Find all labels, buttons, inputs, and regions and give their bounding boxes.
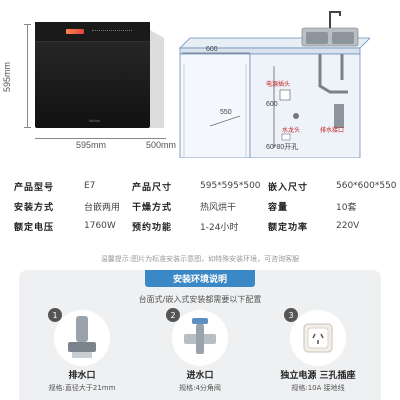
height-dimension-tick-bottom: [24, 127, 31, 128]
installation-title: 安装环境说明: [145, 270, 255, 287]
cabinet-installation-diagram: 600 600 550 电源插头 水龙头 排水接口 60*80开孔: [179, 11, 370, 158]
installation-subtitle: 台面式/嵌入式安装都需要以下配置: [138, 295, 262, 304]
height-dimension-tick-top: [24, 24, 31, 25]
width-dimension-line: [35, 138, 150, 139]
requirement-number: 3: [284, 308, 298, 322]
requirement-name: 排水口: [68, 371, 96, 381]
drain-pipe-icon: 1: [48, 308, 110, 366]
drain-label: 排水接口: [320, 126, 344, 134]
spec-label: 额定电压: [14, 222, 55, 233]
dishwasher-control-panel: [35, 22, 150, 42]
faucet-label: 水龙头: [282, 126, 300, 134]
dishwasher-display: [66, 29, 84, 34]
depth-dimension-line: [150, 138, 166, 139]
cabinet-depth-label: 550: [220, 109, 232, 116]
spec-label: 产品型号: [14, 182, 55, 193]
installation-hint: 温馨提示:图片为标准安装示意图，如特殊安装环境，可咨询客服: [100, 255, 300, 263]
height-dimension-label: 595mm: [2, 61, 12, 92]
requirement-number: 2: [166, 308, 180, 322]
spec-label: 容量: [268, 202, 289, 213]
spec-label: 预约功能: [132, 222, 173, 233]
power-socket-label: 电源插头: [266, 80, 290, 88]
spec-label: 额定功率: [268, 222, 309, 233]
spec-value: 220V: [336, 221, 360, 231]
spec-label: 产品尺寸: [132, 182, 173, 193]
spec-label: 嵌入尺寸: [268, 182, 309, 193]
spec-row: 产品型号 E7 产品尺寸 595*595*500 嵌入尺寸 560*600*55…: [14, 176, 397, 196]
dishwasher-image: Midea: [35, 22, 150, 128]
spec-value: E7: [84, 181, 96, 191]
requirement-power: 3 独立电源 三孔插座 规格:10A 接地线: [263, 308, 373, 393]
spec-value: 1760W: [84, 221, 116, 231]
spec-row: 额定电压 1760W 预约功能 1-24小时 额定功率 220V: [14, 216, 394, 236]
spec-table: 产品型号 E7 产品尺寸 595*595*500 嵌入尺寸 560*600*55…: [14, 176, 397, 236]
spec-value: 台嵌两用: [84, 202, 121, 213]
spec-value: 1-24小时: [200, 222, 239, 233]
cabinet-width-label: 600: [206, 46, 218, 53]
requirement-spec: 规格:4分角阀: [179, 384, 221, 392]
dishwasher-side-panel: [150, 30, 164, 128]
depth-dimension-label: 500mm: [146, 140, 177, 150]
installation-panel: 安装环境说明 台面式/嵌入式安装都需要以下配置 1 排水口 规格:直径大于21m…: [19, 270, 381, 400]
height-dimension-line: [27, 24, 28, 128]
dishwasher-brand-mark: Midea: [89, 118, 100, 123]
spec-label: 干燥方式: [132, 202, 173, 213]
spec-value: 560*600*550: [336, 181, 397, 191]
requirement-name: 独立电源 三孔插座: [280, 371, 356, 381]
spec-row: 安装方式 台嵌两用 干燥方式 热风烘干 容量 10套: [14, 196, 394, 216]
requirement-spec: 规格:10A 接地线: [291, 384, 345, 392]
requirement-inlet: 2 进水口 规格:4分角阀: [145, 308, 255, 393]
power-socket-icon: 3: [284, 308, 346, 366]
spec-label: 安装方式: [14, 202, 55, 213]
hole-size-label: 60*80开孔: [266, 143, 298, 151]
requirement-drain: 1 排水口 规格:直径大于21mm: [27, 308, 137, 393]
angle-valve-icon: 2: [166, 308, 228, 366]
spec-value: 10套: [336, 202, 357, 213]
spec-value: 热风烘干: [200, 202, 237, 213]
dishwasher-buttons: [92, 30, 132, 33]
requirement-name: 进水口: [186, 371, 214, 381]
requirement-number: 1: [48, 308, 62, 322]
requirement-spec: 规格:直径大于21mm: [48, 384, 116, 392]
spec-value: 595*595*500: [200, 181, 261, 191]
width-dimension-label: 595mm: [76, 140, 107, 150]
product-illustration-area: 595mm Midea 595mm 500mm 600: [0, 0, 400, 162]
cabinet-height-label: 600: [266, 101, 278, 108]
